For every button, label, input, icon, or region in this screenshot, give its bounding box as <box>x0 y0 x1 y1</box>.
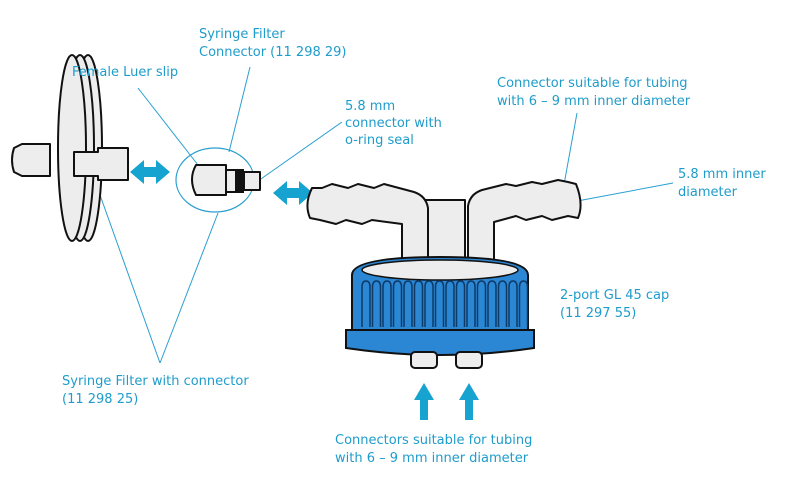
leader-filter-left <box>99 194 161 364</box>
label-syringe-filter-connector-1: Syringe Filter <box>199 27 285 42</box>
cap-rib <box>476 280 487 327</box>
label-oring-3: o-ring seal <box>345 133 414 148</box>
up-arrow-icon <box>459 383 479 420</box>
cap-rib <box>403 280 413 327</box>
label-oring-2: connector with <box>345 116 442 131</box>
leader-female-luer <box>137 87 199 166</box>
cap-rib <box>497 280 508 327</box>
label-cap-2: (11 297 55) <box>560 306 636 321</box>
cap-rib <box>361 280 371 327</box>
label-syringe-filter-connector-2: Connector (11 298 29) <box>199 45 347 60</box>
cap-rib <box>382 280 392 327</box>
cap-rib <box>466 280 476 327</box>
leader-syringe-filter-connector <box>228 66 251 153</box>
double-arrow-icon <box>130 160 170 184</box>
cap-rib <box>445 280 455 327</box>
label-syringe-filter-with-connector-2: (11 298 25) <box>62 392 138 407</box>
cap-rib <box>392 280 403 327</box>
double-arrow-icon <box>273 181 313 205</box>
cap-rib <box>518 280 529 327</box>
cap-rib <box>455 280 466 327</box>
syringe-filter <box>11 54 129 242</box>
up-arrow-icon <box>414 383 434 420</box>
gl45-cap <box>345 255 535 369</box>
label-inner-diameter-1: 5.8 mm inner <box>678 167 766 182</box>
leader-filter-right <box>159 212 219 364</box>
label-top-tubing-2: with 6 – 9 mm inner diameter <box>497 94 691 109</box>
cap-ribs <box>361 280 529 327</box>
two-port-connector <box>306 179 582 265</box>
label-female-luer-slip: Female Luer slip <box>72 65 178 80</box>
cap-rib <box>487 280 497 327</box>
label-inner-diameter-2: diameter <box>678 185 738 200</box>
leader-oring <box>257 121 343 182</box>
label-bottom-connectors-1: Connectors suitable for tubing <box>335 433 532 448</box>
label-bottom-connectors-2: with 6 – 9 mm inner diameter <box>335 451 529 466</box>
leader-top-tubing <box>562 112 578 191</box>
label-oring-1: 5.8 mm <box>345 99 395 114</box>
cap-rib <box>434 280 445 327</box>
label-cap-1: 2-port GL 45 cap <box>560 288 669 303</box>
cap-rib <box>508 280 518 327</box>
cap-rib <box>413 280 424 327</box>
cap-rib <box>371 280 382 327</box>
leader-lines <box>99 66 674 364</box>
label-top-tubing-1: Connector suitable for tubing <box>497 76 688 91</box>
label-syringe-filter-with-connector-1: Syringe Filter with connector <box>62 374 249 389</box>
cap-rib <box>424 280 434 327</box>
syringe-filter-connector <box>191 164 261 196</box>
leader-inner-diameter <box>571 182 674 203</box>
